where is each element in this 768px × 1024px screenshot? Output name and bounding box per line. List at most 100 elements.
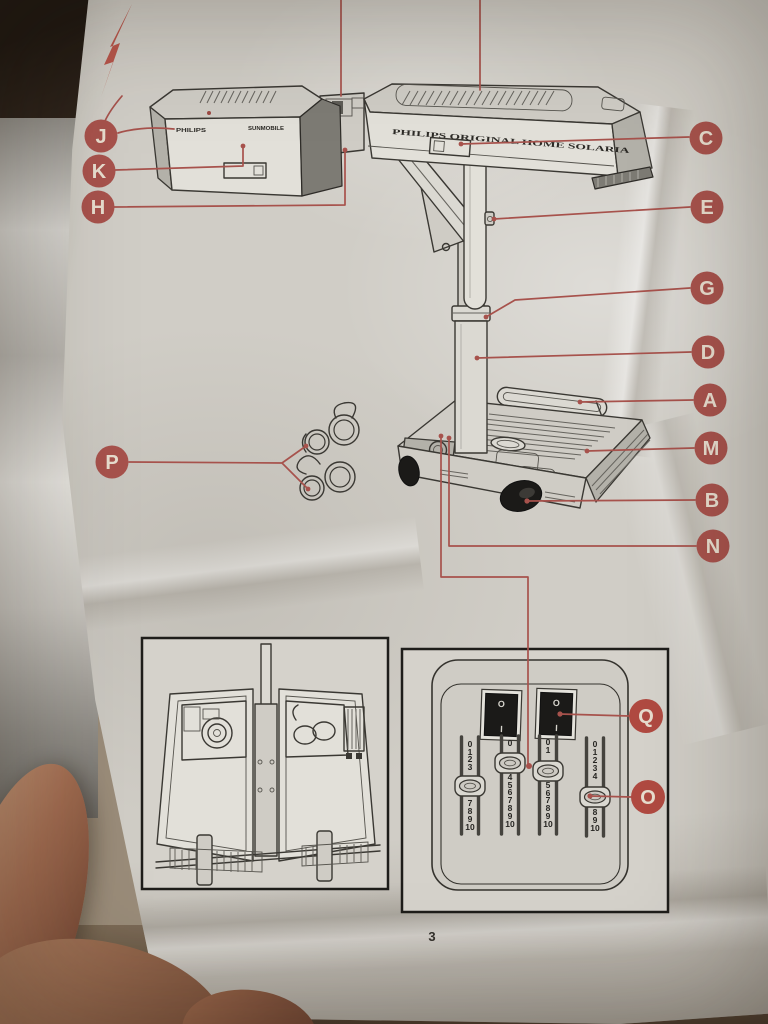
left-unit-latch <box>223 162 267 179</box>
leader-E <box>493 206 691 220</box>
lower-column <box>454 320 488 454</box>
lamp-unit-left: PHILIPS SUNMOBILE <box>149 85 343 197</box>
slider-scale-number: 0 <box>546 737 551 747</box>
svg-text:D: D <box>701 342 715 364</box>
goggles-pair-1 <box>301 401 360 455</box>
switch-off-mark: O <box>553 698 560 708</box>
callout-J: J <box>84 119 118 153</box>
left-unit-vent <box>199 90 277 104</box>
base-front-vents <box>439 469 576 503</box>
slider-scale-number: 10 <box>590 823 600 833</box>
callout-M: M <box>694 431 728 465</box>
slider-scale-number: 3 <box>468 762 473 772</box>
slider-scale-number: 9 <box>546 811 551 821</box>
rocker-switch-2: O I <box>534 687 578 741</box>
arm-gas-spring <box>463 152 487 310</box>
vent-grid <box>343 706 365 752</box>
leader-K <box>114 145 244 171</box>
callout-O: O <box>631 780 665 814</box>
leader-P <box>128 445 309 490</box>
slider-scale-number: 9 <box>468 814 473 824</box>
timer-slider-1: 0 1 2 3 7 8 9 10 <box>454 735 486 836</box>
wheel-hub <box>519 487 535 499</box>
left-unit-model-print: SUNMOBILE <box>248 126 285 132</box>
switch-on-mark: I <box>555 723 558 733</box>
stand-foot-right <box>316 830 333 882</box>
stand-foot-left <box>196 834 213 886</box>
slider-scale-number: 4 <box>508 772 513 782</box>
left-castor-wheel <box>398 455 420 487</box>
switch-on-mark: I <box>500 724 503 734</box>
push-handle <box>496 386 608 418</box>
slider-scale-number: 2 <box>593 755 598 765</box>
cable-compartment <box>181 700 247 761</box>
slider-scale-number: 5 <box>508 780 513 790</box>
slider-scale-number: 5 <box>546 780 551 790</box>
slider-scale-number: 8 <box>593 807 598 817</box>
slider-scale-number: 4 <box>593 771 598 781</box>
stored-mains-cable <box>201 717 233 749</box>
slider-scale-number: 10 <box>465 822 475 832</box>
svg-text:B: B <box>705 490 719 512</box>
slider-knob <box>532 760 564 782</box>
stand-crossbar <box>155 844 381 869</box>
slider-scale-number: 8 <box>468 806 473 816</box>
callout-badges: J K H P C E G D A M B N Q O <box>81 119 730 814</box>
slider-scale-number: 8 <box>508 803 513 813</box>
callout-N: N <box>696 529 730 563</box>
svg-text:Q: Q <box>638 706 654 728</box>
callout-Q: Q <box>629 699 663 733</box>
callout-H: H <box>81 190 115 224</box>
foot-grille-left <box>174 849 253 872</box>
slider-scale-number: 1 <box>468 747 473 757</box>
foot-grille-right <box>305 844 362 865</box>
protective-goggles <box>296 401 360 501</box>
slider-rails <box>537 734 559 836</box>
goggles-pair-2 <box>296 455 356 501</box>
callout-B: B <box>695 483 729 517</box>
left-unit-brand-print: PHILIPS <box>176 128 207 134</box>
base-accessory-knob <box>490 436 526 452</box>
slider-scale-number: 7 <box>468 798 473 808</box>
callout-E: E <box>690 190 724 224</box>
callout-A: A <box>693 383 727 417</box>
callout-K: K <box>82 154 116 188</box>
svg-text:K: K <box>92 161 107 183</box>
leader-B <box>526 499 696 502</box>
svg-text:G: G <box>699 278 715 300</box>
main-unit-latch <box>428 136 472 158</box>
slider-scale-number: 10 <box>543 819 553 829</box>
left-unit-top <box>149 85 323 120</box>
page-number: 3 <box>428 929 435 944</box>
storage-detail-box <box>140 636 390 891</box>
slider-scale-number: 0 <box>468 739 473 749</box>
slider-knob <box>454 775 486 797</box>
folded-column <box>254 703 278 857</box>
slider-scale-number: 7 <box>546 795 551 805</box>
rocker-switch-1: O I <box>479 688 523 742</box>
timer-slider-3: 0 1 5 6 7 8 9 10 <box>532 734 564 836</box>
slider-scale-number: 7 <box>508 795 513 805</box>
leader-N <box>448 437 697 547</box>
svg-text:H: H <box>91 197 105 219</box>
slider-scale-number: 2 <box>468 754 473 764</box>
slider-scale-number: 6 <box>546 788 551 798</box>
slider-scale-number: 0 <box>508 738 513 748</box>
svg-text:O: O <box>640 787 656 809</box>
slider-scale-number: 6 <box>508 787 513 797</box>
slider-scale-number: 3 <box>593 763 598 773</box>
svg-text:E: E <box>700 197 713 219</box>
leader-H <box>113 149 346 208</box>
arm-pivot-bolt <box>441 242 451 252</box>
timer-slider-2: 0 4 5 6 7 8 9 10 <box>494 734 526 836</box>
folded-column-rod <box>260 643 272 707</box>
left-unit-end-cap <box>299 98 343 197</box>
slider-scale-number: 8 <box>546 803 551 813</box>
svg-text:P: P <box>105 452 118 474</box>
leader-J <box>117 127 175 134</box>
stored-goggles <box>293 725 317 745</box>
svg-text:M: M <box>703 438 720 460</box>
slider-scale-number: 1 <box>546 745 551 755</box>
